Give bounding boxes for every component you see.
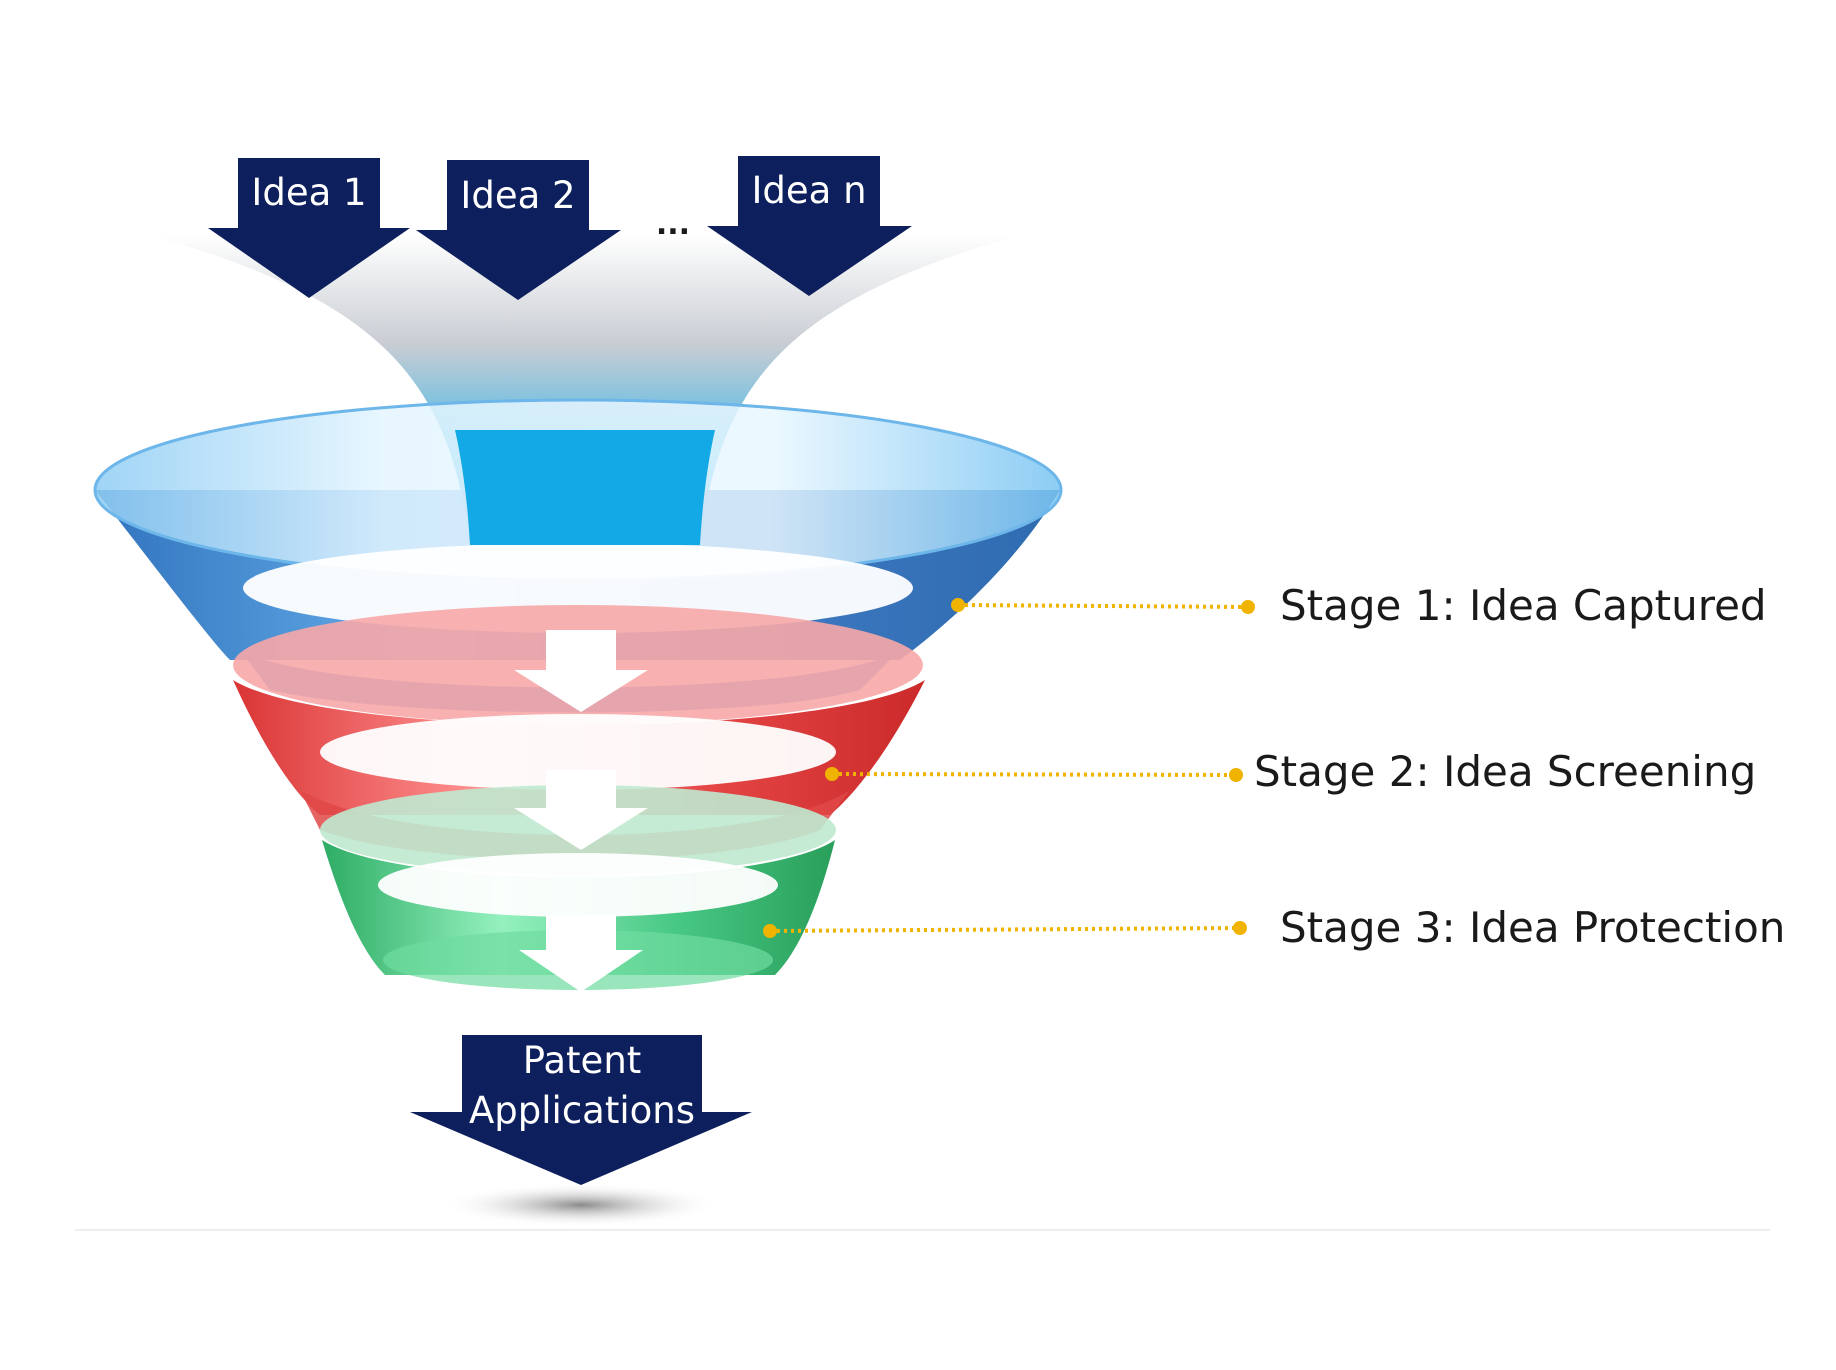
stage-2-leader <box>825 767 1243 782</box>
down-arrow-icon <box>514 630 648 712</box>
idea-2-arrow: Idea 2 <box>416 160 621 300</box>
output-shadow <box>441 1183 721 1227</box>
down-arrow-icon <box>514 770 648 850</box>
stage-1-label: Stage 1: Idea Captured <box>1280 581 1767 630</box>
idea-n-arrow: Idea n <box>707 156 912 296</box>
idea-1-arrow: Idea 1 <box>208 158 410 298</box>
output-line-2: Applications <box>469 1089 695 1132</box>
idea-1-label: Idea 1 <box>251 171 366 214</box>
stage-3-label: Stage 3: Idea Protection <box>1280 903 1785 952</box>
stage-3-band <box>320 785 836 990</box>
down-arrow-icon <box>519 915 643 992</box>
idea-stream <box>150 235 1020 545</box>
stream-tip <box>455 430 715 545</box>
idea-2-label: Idea 2 <box>460 174 575 217</box>
stage-2-label: Stage 2: Idea Screening <box>1254 747 1756 796</box>
patent-applications-arrow: Patent Applications <box>410 1035 752 1185</box>
idea-n-label: Idea n <box>751 169 866 212</box>
stage-1-leader <box>951 598 1255 614</box>
stage-3-leader <box>763 921 1247 938</box>
ellipsis: ... <box>656 207 690 242</box>
output-line-1: Patent <box>523 1039 642 1082</box>
